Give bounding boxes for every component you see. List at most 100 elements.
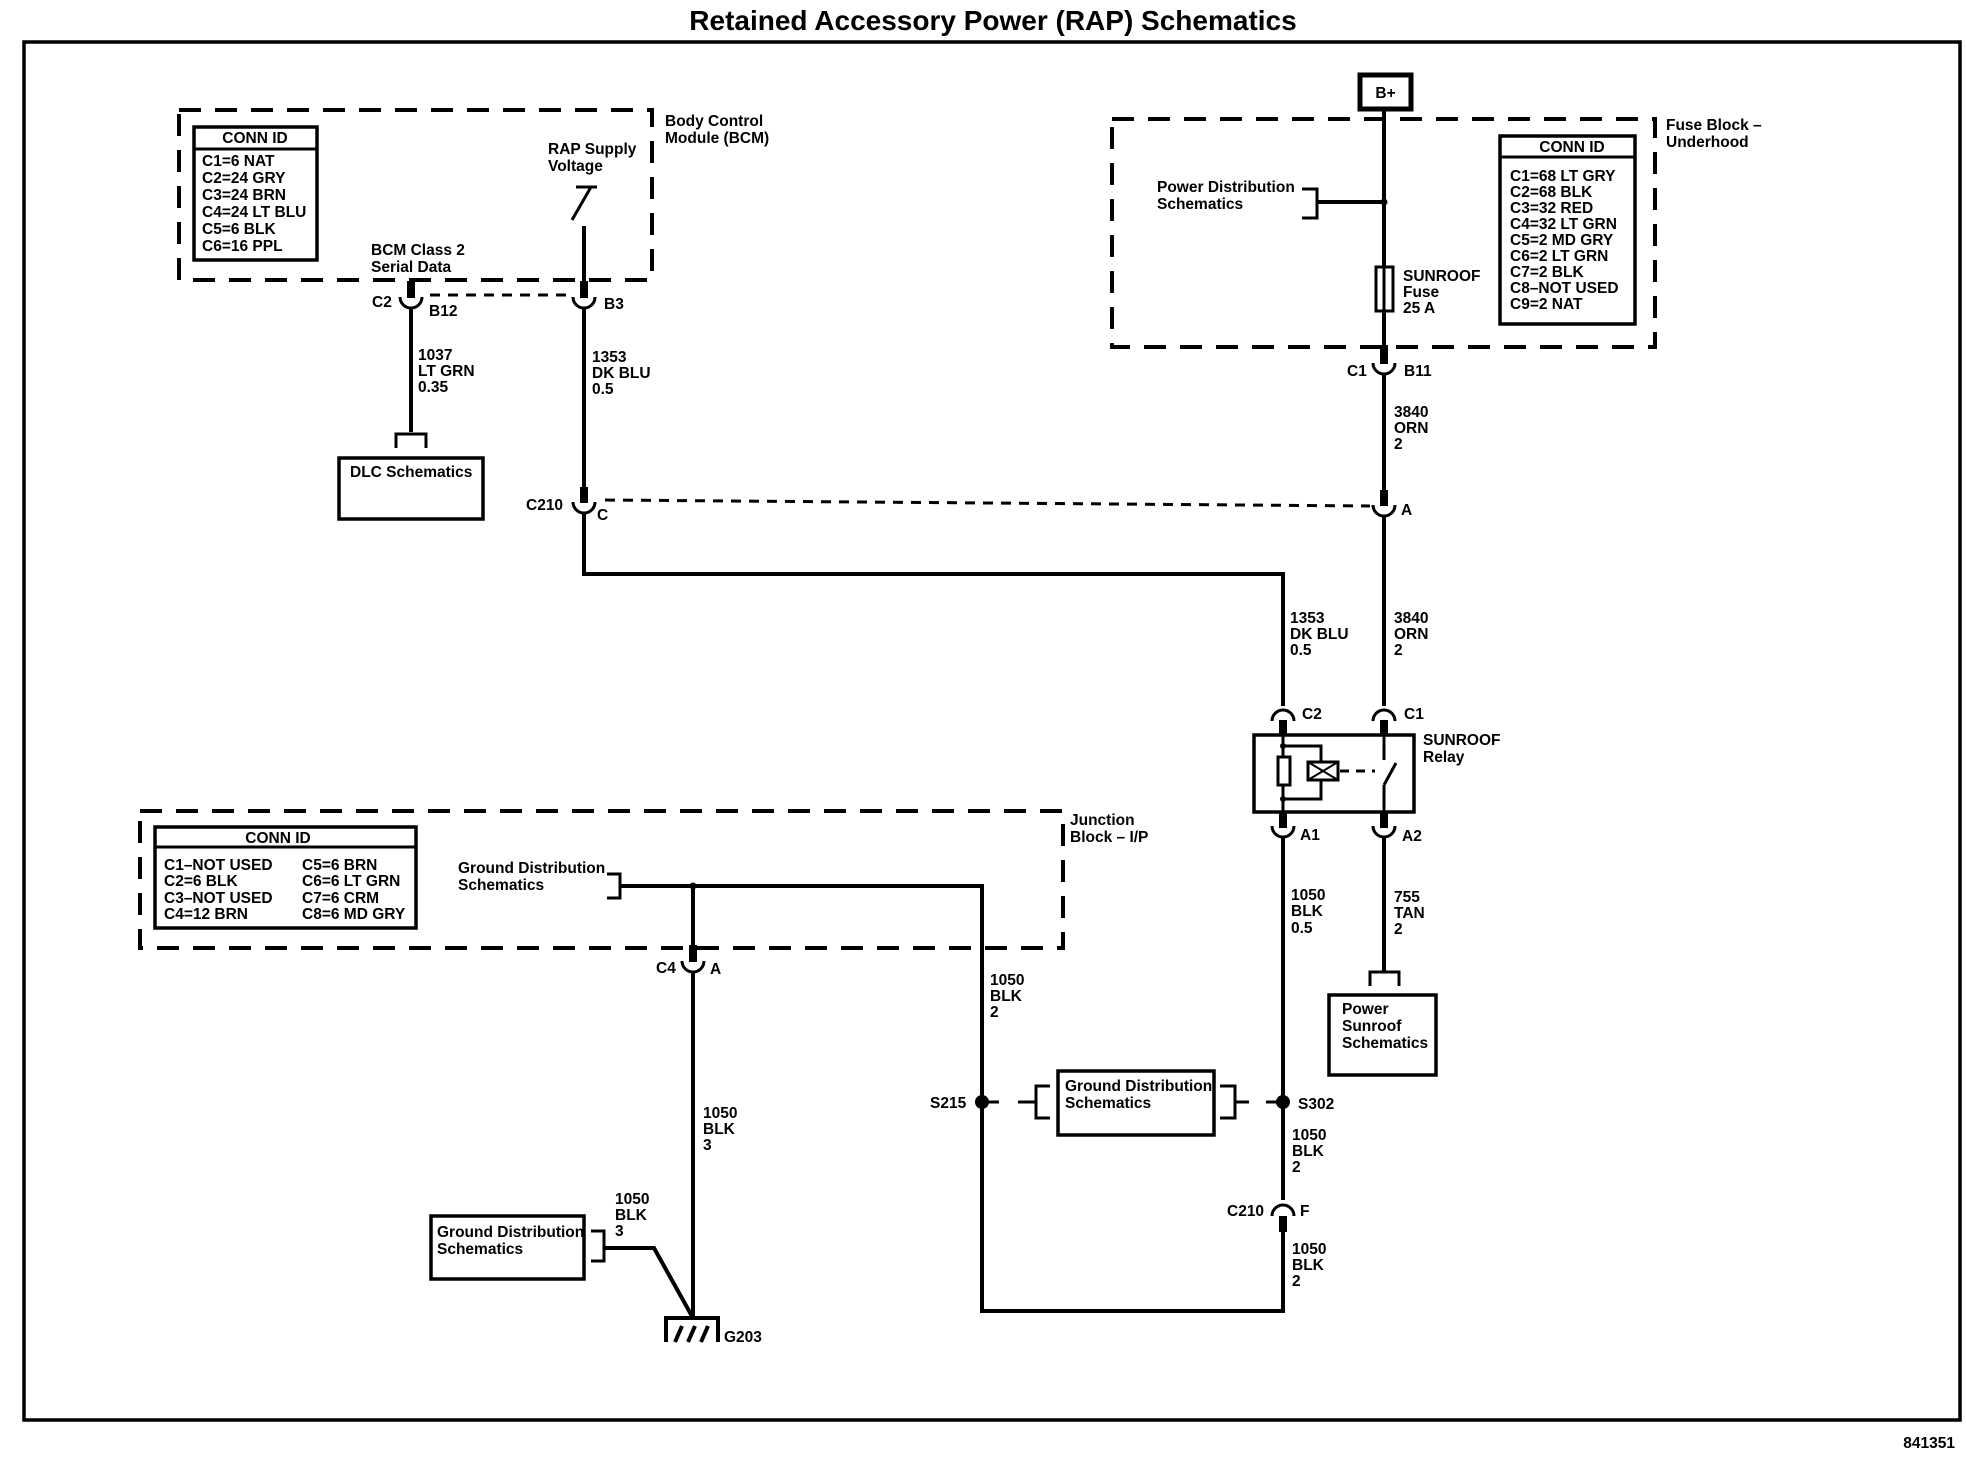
wire-label: BLK — [615, 1207, 648, 1224]
jb-conn-row: C2=6 BLK — [164, 873, 238, 890]
bcm-conn-row: C2=24 GRY — [202, 170, 286, 187]
power-sunroof-schematics-box[interactable]: Power Sunroof Schematics — [1327, 993, 1438, 1077]
splice-s215-label: S215 — [930, 1095, 967, 1112]
ground-dist-left-label: Schematics — [437, 1241, 523, 1258]
fuse-conn-row: C1=68 LT GRY — [1510, 168, 1616, 185]
relay-pin-a2: A2 — [1402, 828, 1422, 845]
fuse-connector-c1-b11: C1 B11 — [1347, 345, 1432, 380]
bcm-conn-row: C6=16 PPL — [202, 238, 283, 255]
diagram-title: Retained Accessory Power (RAP) Schematic… — [689, 5, 1296, 36]
pin-a-label: A — [1401, 502, 1412, 519]
junction-block-boundary — [138, 809, 1065, 950]
fuse-conn-row: C9=2 NAT — [1510, 296, 1583, 313]
connector-icon — [398, 296, 424, 310]
c210-connector-f: C210 F — [1227, 1203, 1309, 1232]
ground-g203-icon — [664, 1316, 720, 1343]
ground-dist-center-label: Schematics — [1065, 1095, 1151, 1112]
conn-c4-label: C4 — [656, 960, 676, 977]
dlc-bracket-icon — [394, 432, 428, 448]
wire-label: 0.35 — [418, 379, 449, 396]
pin-c-label: C — [597, 507, 608, 524]
ground-dist-left-label: Ground Distribution — [437, 1224, 584, 1241]
ground-dist-center-label: Ground Distribution — [1065, 1078, 1212, 1095]
wire-label: DK BLU — [592, 365, 651, 382]
bracket-icon — [1034, 1084, 1050, 1120]
c210-connector-c: C210 C — [526, 487, 608, 524]
power-sunroof-label: Schematics — [1342, 1035, 1428, 1052]
dlc-schematics-label: DLC Schematics — [350, 464, 472, 481]
fuse-conn-id-table: CONN ID C1=68 LT GRY C2=68 BLK C3=32 RED… — [1498, 134, 1637, 326]
wire-label: BLK — [1292, 1143, 1325, 1160]
fuse-conn-row: C8–NOT USED — [1510, 280, 1619, 297]
serial-data-label-line1: BCM Class 2 — [371, 242, 465, 259]
connector-icon — [1371, 362, 1397, 376]
bcm-connector-c2-b12: C2 B12 — [372, 281, 457, 320]
relay-pin-c2: C2 — [1302, 706, 1322, 723]
wire-label: TAN — [1394, 905, 1425, 922]
wire-label: 1050 — [990, 972, 1024, 989]
c210-link — [604, 498, 1371, 508]
relay-label-line1: SUNROOF — [1423, 732, 1501, 749]
jb-conn-row: C4=12 BRN — [164, 906, 248, 923]
power-dist-label-line1: Power Distribution — [1157, 179, 1295, 196]
fuse-conn-row: C5=2 MD GRY — [1510, 232, 1614, 249]
wire-label: DK BLU — [1290, 626, 1349, 643]
wire-label: 2 — [1292, 1159, 1301, 1176]
wire-label: 3 — [703, 1137, 712, 1154]
page-border — [22, 40, 1962, 1422]
connector-icon — [1371, 504, 1397, 518]
bcm-connector-b3: B3 — [571, 281, 624, 313]
rap-supply-label-line1: RAP Supply — [548, 141, 637, 158]
conn-c2-label: C2 — [372, 294, 392, 311]
connector-icon — [571, 501, 597, 515]
splice-s302-label: S302 — [1298, 1096, 1334, 1113]
jb-conn-id-header: CONN ID — [245, 830, 310, 847]
wire-label: 755 — [1394, 889, 1420, 906]
power-dist-bracket-icon[interactable] — [1302, 187, 1319, 220]
jb-ground-bus — [620, 884, 984, 1102]
splice-s302 — [1276, 1095, 1290, 1109]
power-sunroof-label: Sunroof — [1342, 1018, 1402, 1035]
wire-label: 2 — [1394, 436, 1403, 453]
wire-label: 2 — [1394, 921, 1403, 938]
c210-f-conn-label: C210 — [1227, 1203, 1264, 1220]
jb-conn-row: C5=6 BRN — [302, 857, 377, 874]
resistor-icon — [1276, 755, 1292, 787]
relay-switch-icon — [1382, 762, 1398, 786]
jb-ground-dist-line2: Schematics — [458, 877, 544, 894]
bcm-conn-row: C5=6 BLK — [202, 221, 276, 238]
jb-conn-row: C1–NOT USED — [164, 857, 273, 874]
connector-icon — [571, 296, 597, 310]
bcm-conn-row: C4=24 LT BLU — [202, 204, 306, 221]
wire-label: BLK — [1292, 1257, 1325, 1274]
wire-label: 1050 — [1292, 1241, 1326, 1258]
dlc-schematics-box[interactable]: DLC Schematics — [337, 456, 485, 521]
jb-conn-row: C7=6 CRM — [302, 890, 379, 907]
c210-label: C210 — [526, 497, 563, 514]
jb-ground-dist-bracket-icon[interactable] — [607, 872, 622, 900]
junction-block-label-line1: Junction — [1070, 812, 1135, 829]
wire-label: BLK — [703, 1121, 736, 1138]
ground-dist-center-box[interactable]: Ground Distribution Schematics — [1056, 1069, 1216, 1137]
wire-label: 1050 — [1292, 1127, 1326, 1144]
c210-connector-a: A — [1371, 490, 1412, 519]
wire-label: 1353 — [1290, 610, 1325, 627]
wire-label: 1050 — [703, 1105, 737, 1122]
figure-id: 841351 — [1903, 1435, 1955, 1452]
wire-label: 1353 — [592, 349, 627, 366]
wire-label: 3840 — [1394, 610, 1428, 627]
relay-pin-c1: C1 — [1404, 706, 1424, 723]
power-sunroof-bracket-icon — [1368, 970, 1401, 986]
wire-label: 2 — [1394, 642, 1403, 659]
ground-return-wire — [980, 1102, 1285, 1313]
relay-coil-icon — [1306, 760, 1340, 782]
junction-block-label-line2: Block – I/P — [1070, 829, 1148, 846]
ground-dist-left-box[interactable]: Ground Distribution Schematics — [429, 1214, 586, 1281]
power-dist-label-line2: Schematics — [1157, 196, 1243, 213]
wire-label: 0.5 — [1290, 642, 1312, 659]
bcm-boundary — [177, 108, 654, 282]
bcm-label-line2: Module (BCM) — [665, 130, 769, 147]
bcm-conn-id-table: CONN ID C1=6 NAT C2=24 GRY C3=24 BRN C4=… — [192, 125, 319, 262]
wire-label: BLK — [1291, 903, 1324, 920]
